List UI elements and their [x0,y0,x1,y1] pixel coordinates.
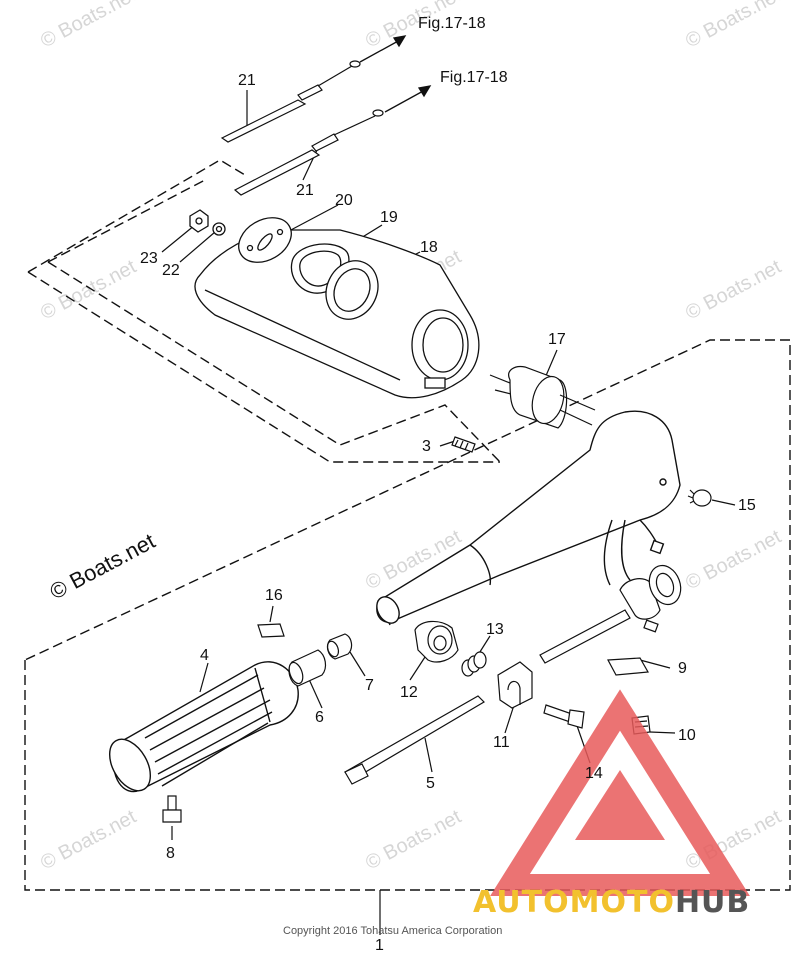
screw-14 [543,704,585,729]
label-3: 3 [422,438,431,455]
label-19: 19 [380,209,398,226]
label-13: 13 [486,621,504,638]
block-11 [497,661,533,709]
grommet-17 [489,365,596,429]
label-8: 8 [166,845,175,862]
label-22: 22 [162,262,180,279]
cable-21 [220,60,384,196]
label-4: 4 [200,647,209,664]
fig-ref[interactable]: Fig.17-18 [418,15,486,32]
tiller-handle [376,410,681,626]
watermark: © Boats.net [682,0,785,52]
watermark: © Boats.net [682,526,785,595]
grip-4 [108,661,299,793]
fig-ref-arrows [359,35,432,113]
label-16: 16 [265,587,283,604]
part-labels: 1 3 4 5 6 7 8 9 10 11 12 13 14 15 16 17 … [140,72,756,954]
watermark: © Boats.net [682,256,785,325]
plug-15 [687,489,712,507]
brand-text: AUTOMOTOHUB [473,885,750,920]
label-21b: 21 [296,182,314,199]
spring-13 [461,651,487,677]
screw-8 [162,795,182,823]
gaskets-and-plates [189,209,379,320]
label-20: 20 [335,192,353,209]
brand-part2: HUB [675,885,750,920]
label-14: 14 [585,765,603,782]
label-10: 10 [678,727,696,744]
watermark-main: © Boats.net [46,528,160,604]
label-23: 23 [140,250,158,267]
label-12: 12 [400,684,418,701]
brand-logo [490,689,750,896]
label-7: 7 [365,677,374,694]
label-17: 17 [548,331,566,348]
assembly-outlines [24,159,791,891]
bushings [288,633,353,687]
label-1: 1 [375,937,384,954]
label-5: 5 [426,775,435,792]
label-18: 18 [420,239,438,256]
pad-16 [257,623,285,638]
stud-3 [451,436,476,453]
shaft-5 [344,695,485,785]
label-9: 9 [678,660,687,677]
watermark: © Boats.net [37,256,140,325]
collar-12 [414,620,459,663]
copyright: Copyright 2016 Tohatsu America Corporati… [283,925,502,937]
label-21: 21 [238,72,256,89]
label-15: 15 [738,497,756,514]
fig-ref[interactable]: Fig.17-18 [440,69,508,86]
label-6: 6 [315,709,324,726]
label-11: 11 [493,734,510,751]
watermark: © Boats.net [37,0,140,52]
watermark: © Boats.net [362,806,465,875]
brand-part1: AUTOMOTO [473,885,675,920]
watermark: © Boats.net [37,806,140,875]
